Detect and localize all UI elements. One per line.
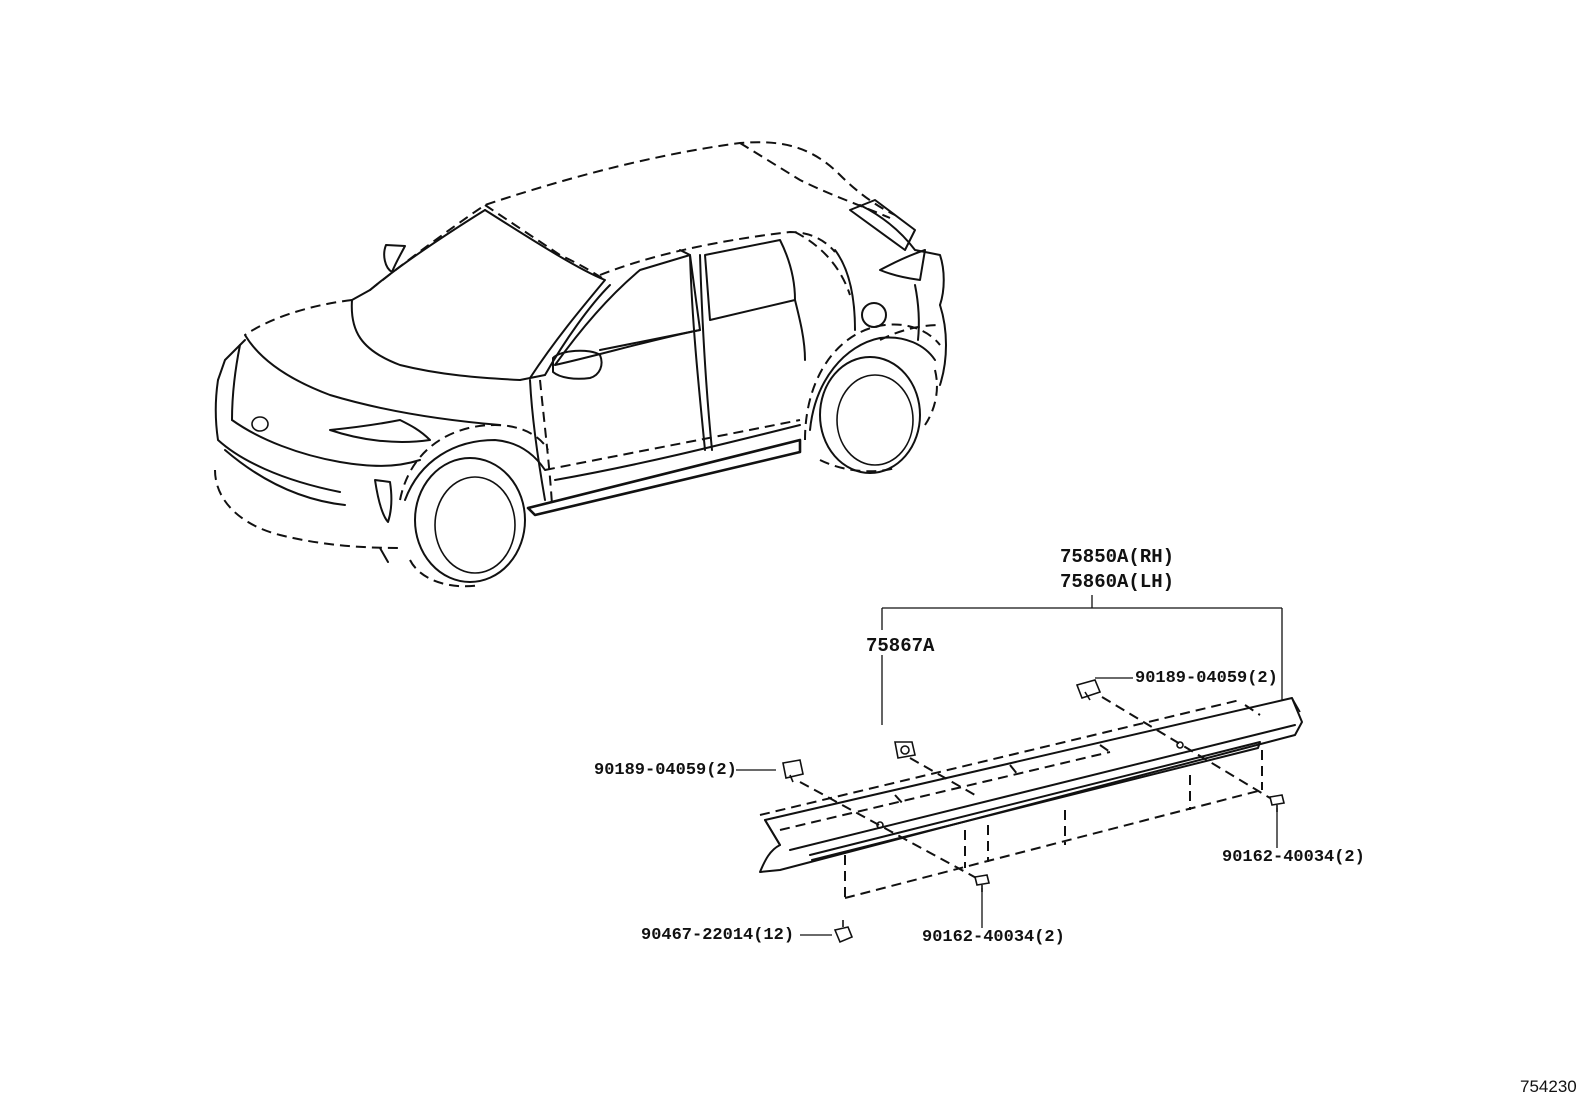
part-number-clip-main: 75867A	[866, 635, 935, 657]
part-number-screw-bottom: 90162-40034(2)	[922, 928, 1065, 947]
side-sill-moulding	[759, 696, 1303, 899]
part-number-sill-lh: 75860A(LH)	[1060, 571, 1175, 593]
part-number-clip-bottom: 90467-22014(12)	[641, 926, 795, 945]
screw-bottom-part	[974, 874, 990, 892]
retainer-left-part	[782, 759, 804, 783]
screw-right-part	[1269, 794, 1285, 812]
vehicle-illustration	[214, 141, 947, 588]
leader-lines	[736, 595, 1283, 936]
fasteners	[782, 679, 1285, 944]
retainer-top-right-part	[1075, 679, 1102, 701]
part-number-sill-rh: 75850A(RH)	[1060, 546, 1175, 568]
clip-75867a-part	[894, 741, 916, 759]
part-number-screw-right: 90162-40034(2)	[1222, 848, 1365, 867]
part-number-retainer-top-right: 90189-04059(2)	[1135, 669, 1278, 688]
diagram-id: 754230	[1520, 1077, 1577, 1096]
clip-bottom-part	[833, 920, 854, 944]
part-number-retainer-left: 90189-04059(2)	[594, 761, 737, 780]
